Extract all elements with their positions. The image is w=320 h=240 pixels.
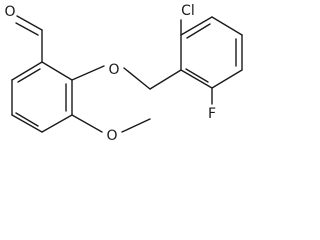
double-bond-inner [185,68,209,83]
bond [41,114,73,133]
ether-linkage [71,65,182,90]
right-benzene-ring [180,16,243,89]
bond [180,16,213,36]
double-bond-inner [15,22,39,36]
methoxy-oxygen-label: O [106,128,117,144]
bond [11,61,43,81]
bond [41,61,73,81]
bond [71,114,103,133]
chlorine-label: Cl [181,3,195,19]
double-bond-inner [186,23,211,39]
bond [11,114,43,133]
left-benzene-ring [11,61,73,133]
ether-oxygen-label: O [108,62,119,78]
halogen-substituents [180,19,213,105]
bond [71,65,105,81]
fluorine-label: F [208,106,216,122]
bond [180,69,213,89]
methoxy-group [71,114,151,133]
aldehyde-group [15,15,43,63]
double-bond-inner [15,112,39,127]
bond [121,118,151,133]
bond [211,69,243,89]
bond [16,15,43,31]
bond [149,69,182,90]
chemical-structure-diagram: O O O Cl F [4,3,243,144]
double-bond-inner [17,68,41,83]
bond [211,16,243,36]
aldehyde-oxygen-label: O [4,4,15,20]
bond [123,67,151,90]
